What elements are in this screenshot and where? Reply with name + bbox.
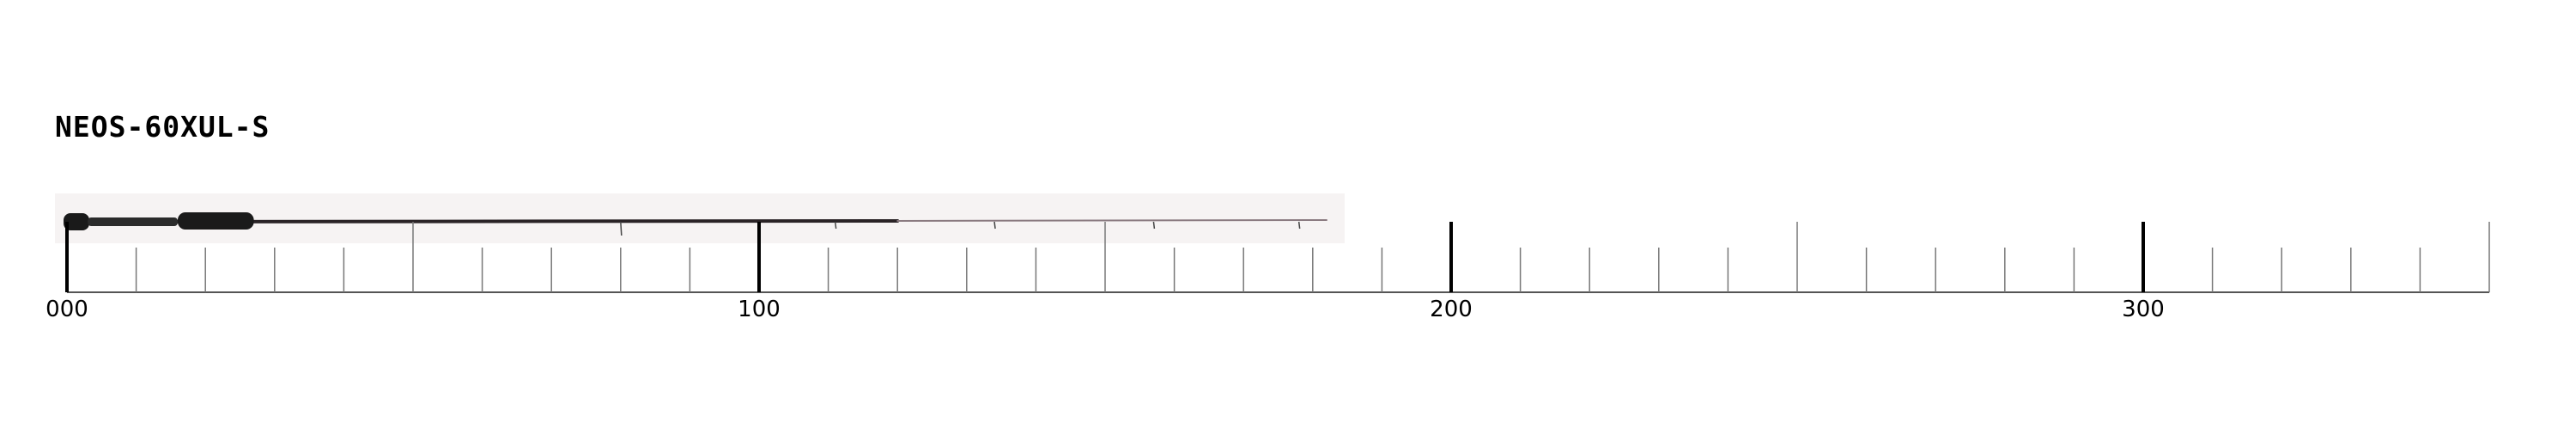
rod-guide	[620, 221, 623, 236]
ruler-ticks	[65, 222, 2490, 292]
rod-guide	[1152, 221, 1156, 230]
rod-guide	[1297, 221, 1301, 230]
rod-rear-grip	[88, 217, 178, 226]
rod-butt-cap	[64, 213, 89, 230]
rod-guides	[620, 221, 1301, 236]
ruler-label: 300	[2122, 297, 2165, 322]
rod-guide	[993, 221, 996, 230]
rod-guide	[834, 221, 837, 230]
model-name: NEOS-60XUL-S	[55, 110, 270, 144]
ruler-label: 200	[1430, 297, 1473, 322]
photo-backdrop	[55, 193, 1345, 243]
ruler-label: 000	[46, 297, 88, 322]
measurement-ruler: 000 100 200 300	[46, 222, 2490, 322]
rod-reel-seat	[177, 212, 254, 230]
fishing-rod-image	[64, 212, 1327, 236]
rod-tip-section	[896, 219, 1327, 222]
ruler-labels: 000 100 200 300	[46, 297, 2165, 322]
ruler-label: 100	[738, 297, 781, 322]
